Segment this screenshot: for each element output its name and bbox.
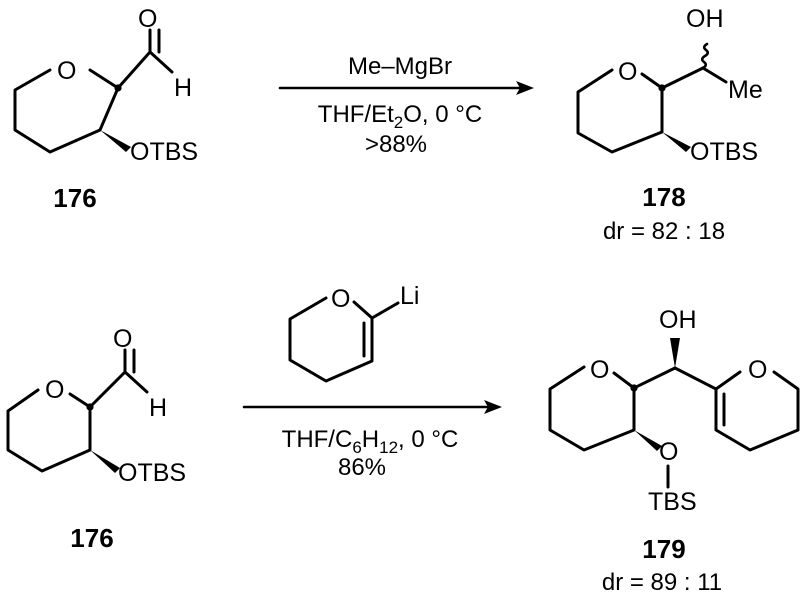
diastereomeric-ratio: dr = 82 : 18 <box>603 218 725 245</box>
aldehyde-h-label: H <box>174 74 192 102</box>
hydroxyl-label: OH <box>659 306 697 334</box>
ring-bond-c2-o <box>68 392 92 409</box>
compound-176-top: O O H OTBS 176 <box>13 5 198 213</box>
yield-label: >88% <box>365 131 427 158</box>
bond-c2-cho <box>88 370 127 409</box>
reagent-oxygen-label: O <box>331 285 350 313</box>
aldehyde-h-bond <box>148 50 174 74</box>
arrowhead <box>484 400 502 414</box>
bond-carbinol-enol <box>673 366 718 391</box>
wedge-bond-otbs <box>90 450 120 473</box>
otbs-label: OTBS <box>118 459 186 487</box>
carbonyl-oxygen-label: O <box>113 325 132 353</box>
reaction-1: O O H OTBS 176 Me–MgBr THF/Et2O, 0 °C >8… <box>13 5 763 245</box>
otbs-label: OTBS <box>130 138 198 166</box>
hydroxyl-label: OH <box>686 5 724 33</box>
wedge-bond-oh <box>670 338 680 368</box>
compound-number-178: 178 <box>642 182 685 212</box>
bond-c2-carbinol <box>632 366 677 390</box>
compound-176-bottom: O O H OTBS 176 <box>6 325 186 553</box>
compound-178: O Me OH OTBS 178 dr = 82 : 18 <box>576 5 763 245</box>
pyran-ring <box>576 68 664 154</box>
arrowhead <box>516 81 534 95</box>
lithium-label: Li <box>400 282 419 310</box>
reaction-arrow-1: Me–MgBr THF/Et2O, 0 °C >88% <box>278 53 534 158</box>
conditions-label: THF/Et2O, 0 °C <box>318 101 482 132</box>
ring-oxygen-label-2: O <box>748 356 767 384</box>
dihydropyran-ring <box>288 296 374 383</box>
ring-bond-c2-o <box>612 371 636 390</box>
reaction-arrow-2: THF/C6H12, 0 °C 86% <box>242 400 502 481</box>
wedge-bond-otbs <box>662 132 691 152</box>
compound-number-179: 179 <box>642 534 685 564</box>
ring-bond-c-o <box>714 370 742 391</box>
dihydropyran-ring <box>714 370 800 452</box>
tbs-label: TBS <box>648 488 697 516</box>
ring-bond-c2-o <box>640 72 664 90</box>
carbonyl-oxygen-label: O <box>138 5 157 33</box>
ring-oxygen-label: O <box>45 376 64 404</box>
bond-carbinol-methyl <box>701 66 728 84</box>
wedge-bond-o-silyl <box>634 430 662 451</box>
bond-c2-carbinol <box>660 66 705 90</box>
compound-number-176-top: 176 <box>53 183 96 213</box>
ring-oxygen-label: O <box>618 58 637 86</box>
ring-oxygen-label: O <box>57 57 76 85</box>
aldehyde-h-label: H <box>149 394 167 422</box>
conditions-label: THF/C6H12, 0 °C <box>282 426 459 457</box>
wavy-bond-oh <box>700 42 710 70</box>
compound-number-176-bottom: 176 <box>70 523 113 553</box>
wedge-bond-otbs <box>100 130 131 152</box>
aldehyde-h-bond <box>123 370 149 394</box>
pyran-ring <box>548 365 636 452</box>
otbs-label: OTBS <box>690 138 758 166</box>
pyran-ring <box>6 388 92 473</box>
ring-bond-o-c <box>352 300 374 320</box>
yield-label: 86% <box>338 454 386 481</box>
silyl-ether-oxygen-label: O <box>659 438 678 466</box>
reagent-label: Me–MgBr <box>348 53 452 80</box>
reaction-2: O O H OTBS 176 O Li THF/C6H12, 0 °C <box>6 282 800 596</box>
pyran-ring <box>13 68 120 154</box>
ring-oxygen-label: O <box>590 356 609 384</box>
bond-c-li <box>370 301 400 320</box>
bond-c2-cho <box>116 50 152 90</box>
methyl-label: Me <box>728 76 763 104</box>
diastereomeric-ratio: dr = 89 : 11 <box>602 569 722 596</box>
ring-bond-c2-o <box>88 68 120 90</box>
reagent-lithio-dihydropyran: O Li <box>288 282 419 383</box>
compound-179: O OH O O TBS 179 dr = 89 : 11 <box>548 306 800 596</box>
